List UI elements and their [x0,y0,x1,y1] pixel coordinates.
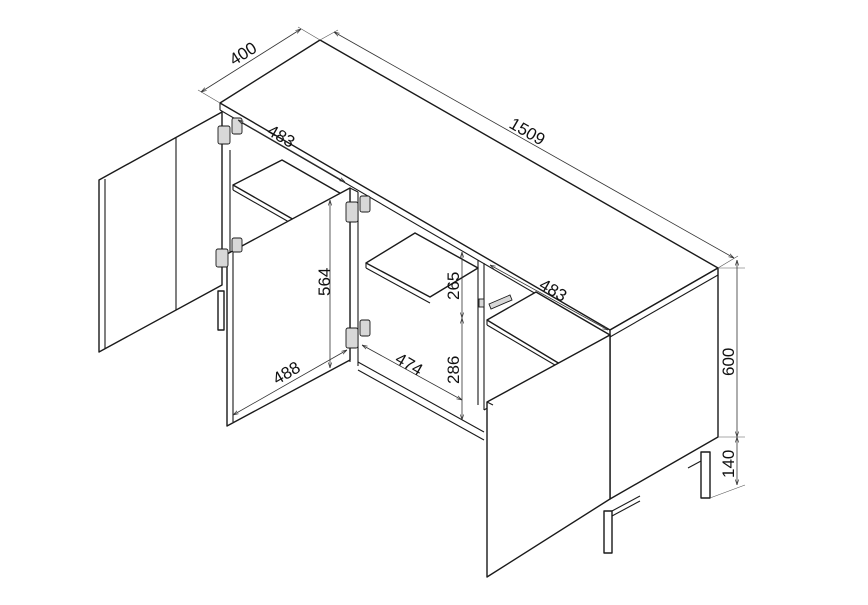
label-depth: 400 [226,38,260,69]
label-shelf-width: 474 [392,349,426,380]
hinge-bottom-middle [345,327,359,349]
label-leg-height: 140 [719,450,738,478]
label-lower-shelf-gap: 286 [444,356,463,384]
door-middle-left [226,187,351,427]
legs [217,290,711,554]
dimension-lines [197,26,746,499]
label-upper-shelf-gap: 265 [444,272,463,300]
label-width: 1509 [506,114,548,149]
door-front-right [486,334,611,578]
label-height: 600 [719,348,738,376]
door-far-left [98,111,223,353]
hinge-top-left [217,125,231,145]
hinge-bottom-left [215,248,229,268]
leg-right [700,451,711,499]
leg-back-left [217,290,225,331]
leg-front [603,510,613,554]
hinge-top-middle [345,201,359,223]
label-inner-height: 564 [315,268,334,296]
